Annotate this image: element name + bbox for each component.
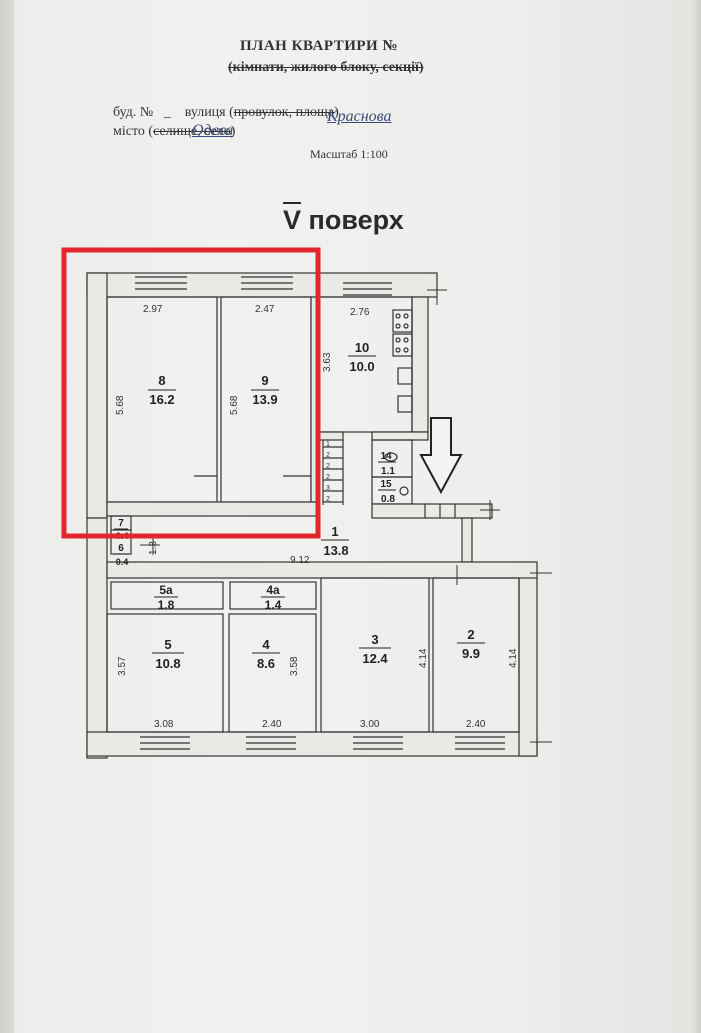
building-label: буд. № _ вулиця (	[113, 105, 234, 120]
room-1-area: 13.8	[323, 543, 348, 558]
binding-strip	[0, 0, 14, 1033]
room-4a-outline	[229, 581, 317, 610]
room-9-number: 9	[261, 373, 268, 388]
corridor-lower-wall	[106, 561, 538, 579]
city-close: )	[230, 124, 236, 139]
room-2-outline	[432, 577, 520, 733]
room-2-width: 2.40	[466, 719, 486, 730]
left-wall-lower	[86, 517, 108, 759]
city-line: місто (селище, село)	[113, 124, 235, 140]
room-15-number: 15	[380, 479, 392, 490]
room-5a-outline	[110, 581, 224, 610]
room-10-width: 2.76	[350, 307, 370, 318]
window-bottom-1	[140, 736, 190, 750]
stair-step: 2	[326, 496, 330, 503]
stair-step: 3	[326, 485, 330, 492]
room-5-area: 10.8	[155, 656, 180, 671]
room-4a-area: 1.4	[265, 598, 282, 612]
bottom-wall	[86, 731, 538, 757]
plan-subtitle: (кімнати, жилого блоку, секції)	[228, 60, 424, 76]
room-9-area: 13.9	[252, 392, 277, 407]
scale-label: Масштаб 1:100	[310, 147, 388, 161]
right-wall-lower	[518, 569, 538, 757]
room-2-height: 4.14	[508, 648, 519, 668]
window-bottom-2	[246, 736, 296, 750]
window-top-2	[241, 276, 293, 290]
room-8-area: 16.2	[149, 392, 174, 407]
highlight-box	[61, 247, 321, 539]
street-struck: провулок, площа	[233, 105, 335, 120]
room-8-width: 2.97	[143, 304, 163, 315]
right-wall-kitchen	[411, 296, 429, 433]
room-4-width: 2.40	[262, 719, 282, 730]
room-9-height: 5.68	[229, 395, 240, 415]
address-line: буд. № _ вулиця (провулок, площа)	[113, 105, 339, 121]
window-top-3	[343, 282, 392, 296]
city-label: місто (	[113, 124, 154, 139]
room-10-area: 10.0	[349, 359, 374, 374]
stair-step: 2	[326, 474, 330, 481]
room-5-outline	[106, 613, 224, 733]
room-10-number: 10	[355, 340, 369, 355]
room-10-height: 3.63	[322, 352, 333, 372]
stairs	[322, 440, 344, 505]
room-1-number: 1	[331, 524, 338, 539]
room-4-area: 8.6	[257, 656, 275, 671]
stair-step: 2	[326, 463, 330, 470]
room-14-number: 14	[380, 451, 392, 462]
room-6-height: 1.3	[148, 541, 159, 555]
floor-number: V	[283, 202, 302, 236]
room-5-number: 5	[164, 637, 171, 652]
floor-heading: V поверх	[283, 202, 404, 236]
room-4-number: 4	[262, 637, 270, 652]
room-1-width: 9.12	[290, 555, 310, 566]
room-4-outline	[228, 613, 317, 733]
street-value: Краснова	[327, 108, 392, 125]
city-struck: селище, село	[153, 124, 231, 139]
room-6-number: 6	[118, 543, 124, 554]
room-2-number: 2	[467, 627, 474, 642]
city-value: Одеса	[192, 122, 234, 139]
room-4a-number: 4a	[266, 583, 280, 597]
room-8-height: 5.68	[115, 395, 126, 415]
street-close: )	[334, 105, 339, 120]
room-5a-number: 5a	[159, 583, 173, 597]
left-wall-upper	[86, 272, 108, 519]
window-top-1	[135, 276, 187, 290]
room-3-width: 3.00	[360, 719, 380, 730]
page-edge	[691, 0, 701, 1033]
room-7-number: 7	[118, 518, 124, 529]
window-bottom-4	[455, 736, 505, 750]
stair-step: 1	[326, 441, 330, 448]
subtitle-text: (кімнати, жилого блоку, секції)	[228, 60, 424, 75]
room-5-width: 3.08	[154, 719, 174, 730]
stair-step: 2	[326, 452, 330, 459]
room-3-outline	[320, 577, 430, 733]
room-4-height: 3.58	[289, 656, 300, 676]
axis-ticks	[140, 285, 552, 750]
room-14-area: 1.1	[381, 466, 395, 477]
plan-walls	[86, 272, 538, 759]
room-labels: 8 16.2 9 13.9 10 10.0 14 1.1 15 0.8 1 13…	[114, 340, 485, 671]
room-8-number: 8	[158, 373, 165, 388]
floor-word: поверх	[308, 205, 404, 235]
wall-8-9-bottom	[106, 501, 320, 517]
plan-title: ПЛАН КВАРТИРИ №	[240, 38, 399, 54]
room-5a-area: 1.8	[158, 598, 175, 612]
window-bottom-3	[353, 736, 403, 750]
arrow-down-icon	[419, 417, 463, 495]
room-6-area: 0.4	[116, 557, 129, 567]
room-5-height: 3.57	[117, 656, 128, 676]
room-9-width: 2.47	[255, 304, 275, 315]
room-3-height: 4.14	[418, 648, 429, 668]
room-2-area: 9.9	[462, 646, 480, 661]
room-3-number: 3	[371, 632, 378, 647]
room-15-area: 0.8	[381, 494, 395, 505]
room-3-area: 12.4	[362, 651, 388, 666]
